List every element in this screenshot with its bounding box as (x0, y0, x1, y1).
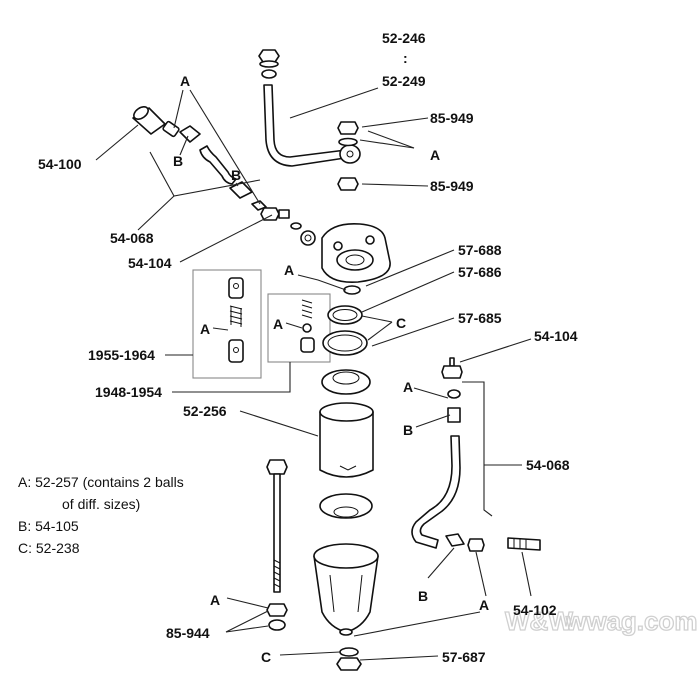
label-85-944: 85-944 (166, 625, 210, 641)
label-85-949-top: 85-949 (430, 110, 474, 126)
legend-line-b: B: 54-105 (18, 518, 79, 534)
label-57-686: 57-686 (458, 264, 502, 280)
label-c-mid: C (396, 315, 406, 331)
label-c-bottom: C (261, 649, 271, 665)
label-a-bottom-mid: A (479, 597, 489, 613)
label-a-top-right: A (430, 147, 440, 163)
label-a-top-left: A (180, 73, 190, 89)
filter-head (300, 222, 391, 284)
lower-fitting-chain (411, 357, 541, 552)
legend-line-a-cont: of diff. sizes) (62, 496, 140, 512)
label-52-256: 52-256 (183, 403, 227, 419)
label-a-bottom-left: A (210, 592, 220, 608)
label-57-687: 57-687 (442, 649, 486, 665)
label-54-104-right: 54-104 (534, 328, 578, 344)
year-group-boxes (192, 269, 331, 379)
label-a-right: A (403, 379, 413, 395)
watermark-site: wwag.com (565, 606, 697, 636)
label-54-100: 54-100 (38, 156, 82, 172)
label-1955-1964: 1955-1964 (88, 347, 155, 363)
watermark: W&W wwag.com (504, 605, 698, 636)
label-54-068-left: 54-068 (110, 230, 154, 246)
label-a-mid: A (284, 262, 294, 278)
legend: A: 52-257 (contains 2 balls of diff. siz… (18, 474, 184, 556)
label-b-left: B (173, 153, 183, 169)
label-54-102: 54-102 (513, 602, 557, 618)
filter-support (319, 493, 373, 519)
legend-line-a: A: 52-257 (contains 2 balls (18, 474, 184, 490)
filter-cap (321, 369, 371, 395)
legend-line-c: C: 52-238 (18, 540, 80, 556)
valve-parts-1955-1964 (228, 277, 244, 363)
label-57-685: 57-685 (458, 310, 502, 326)
label-85-949-low: 85-949 (430, 178, 474, 194)
label-54-104-left: 54-104 (128, 255, 172, 271)
leader-lines (95, 87, 532, 661)
watermark-logo: W&W (505, 606, 573, 636)
long-bolt (266, 459, 288, 631)
label-54-068-right: 54-068 (526, 457, 570, 473)
bracket-rod (258, 49, 361, 167)
label-b-bottom: B (418, 588, 428, 604)
label-52-246: 52-246 (382, 30, 426, 46)
label-b-right: B (403, 422, 413, 438)
nuts-85-949 (337, 121, 359, 191)
part-labels: 52-246 : 52-249 85-949 A 85-949 A B B 54… (38, 30, 578, 665)
label-1948-1954: 1948-1954 (95, 384, 162, 400)
upper-fitting-chain (132, 106, 302, 230)
label-52-249: 52-249 (382, 73, 426, 89)
label-a-box-right: A (273, 316, 283, 332)
parts (132, 49, 541, 671)
label-a-box-left: A (200, 321, 210, 337)
bottom-nut (336, 647, 362, 671)
label-colon: : (403, 50, 408, 66)
label-b-mid: B (231, 167, 241, 183)
filter-element (319, 402, 374, 478)
seals (322, 285, 368, 356)
valve-parts-1948-1954 (300, 299, 315, 353)
box-1948-1954 (267, 293, 331, 363)
box-1955-1964 (192, 269, 262, 379)
label-57-688: 57-688 (458, 242, 502, 258)
filter-bowl (313, 543, 379, 636)
